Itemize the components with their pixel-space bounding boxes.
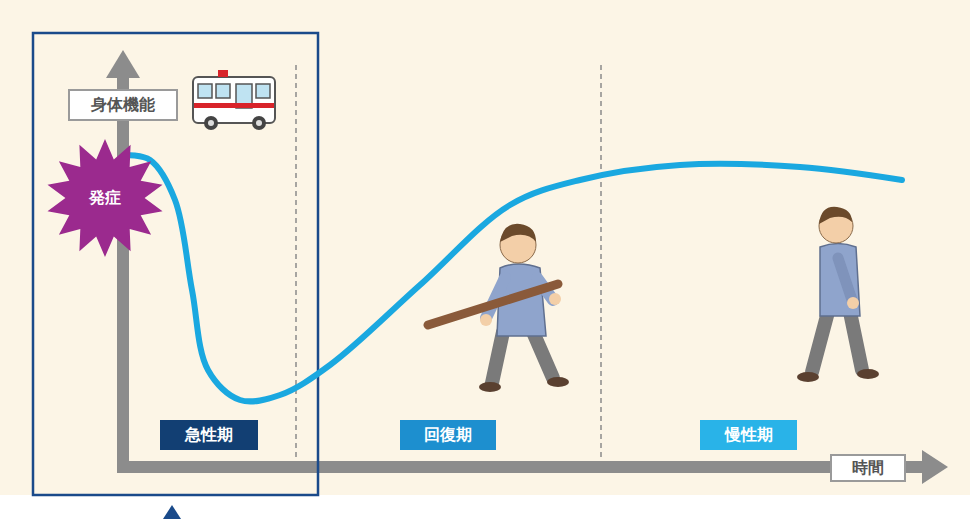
period-label: 回復期	[400, 420, 496, 450]
y-axis	[117, 74, 129, 473]
node-text: 時間	[852, 458, 884, 477]
axis-label-box: 時間	[830, 454, 906, 482]
period-label: 慢性期	[700, 420, 797, 450]
node-text: 回復期	[424, 425, 472, 444]
highlight-frame	[33, 33, 318, 495]
period-label: 急性期	[160, 420, 258, 450]
node-text: 急性期	[185, 425, 233, 444]
pointer-triangle	[163, 505, 181, 519]
axis-label-box: 身体機能	[68, 89, 178, 121]
onset-starburst: 発症	[45, 138, 165, 258]
walking-person	[797, 207, 879, 382]
node-text: 発症	[89, 188, 121, 207]
node-text: 身体機能	[91, 95, 155, 114]
x-axis-arrowhead	[922, 450, 948, 484]
person-with-cane	[428, 224, 569, 392]
period-divider	[295, 65, 297, 460]
background	[0, 0, 970, 495]
y-axis-arrowhead	[106, 50, 140, 78]
function-curve	[125, 155, 902, 402]
period-divider	[600, 65, 602, 460]
x-axis	[117, 461, 926, 473]
node-text: 慢性期	[725, 425, 773, 444]
ambulance-icon	[193, 70, 275, 130]
